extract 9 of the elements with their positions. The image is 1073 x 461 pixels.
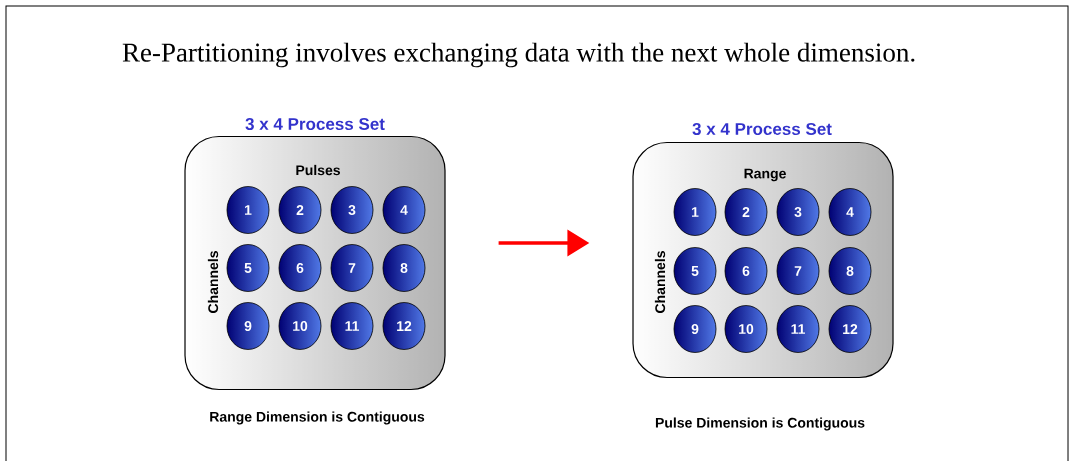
axis-label: Range <box>744 168 786 182</box>
box-heading: 3 x 4 Process Set <box>245 117 385 131</box>
axis-label: Pulses <box>296 164 340 176</box>
node-label: Range Dimension is Contiguous <box>210 411 425 425</box>
node-label: Pulse Dimension is Contiguous <box>655 417 865 431</box>
axis-label: Channels <box>207 251 219 313</box>
box-heading: 3 x 4 Process Set <box>692 122 832 136</box>
axis-label: Channels <box>654 251 666 313</box>
title: Re-Partitioning involves exchanging data with the next whole dimension. <box>122 42 915 68</box>
